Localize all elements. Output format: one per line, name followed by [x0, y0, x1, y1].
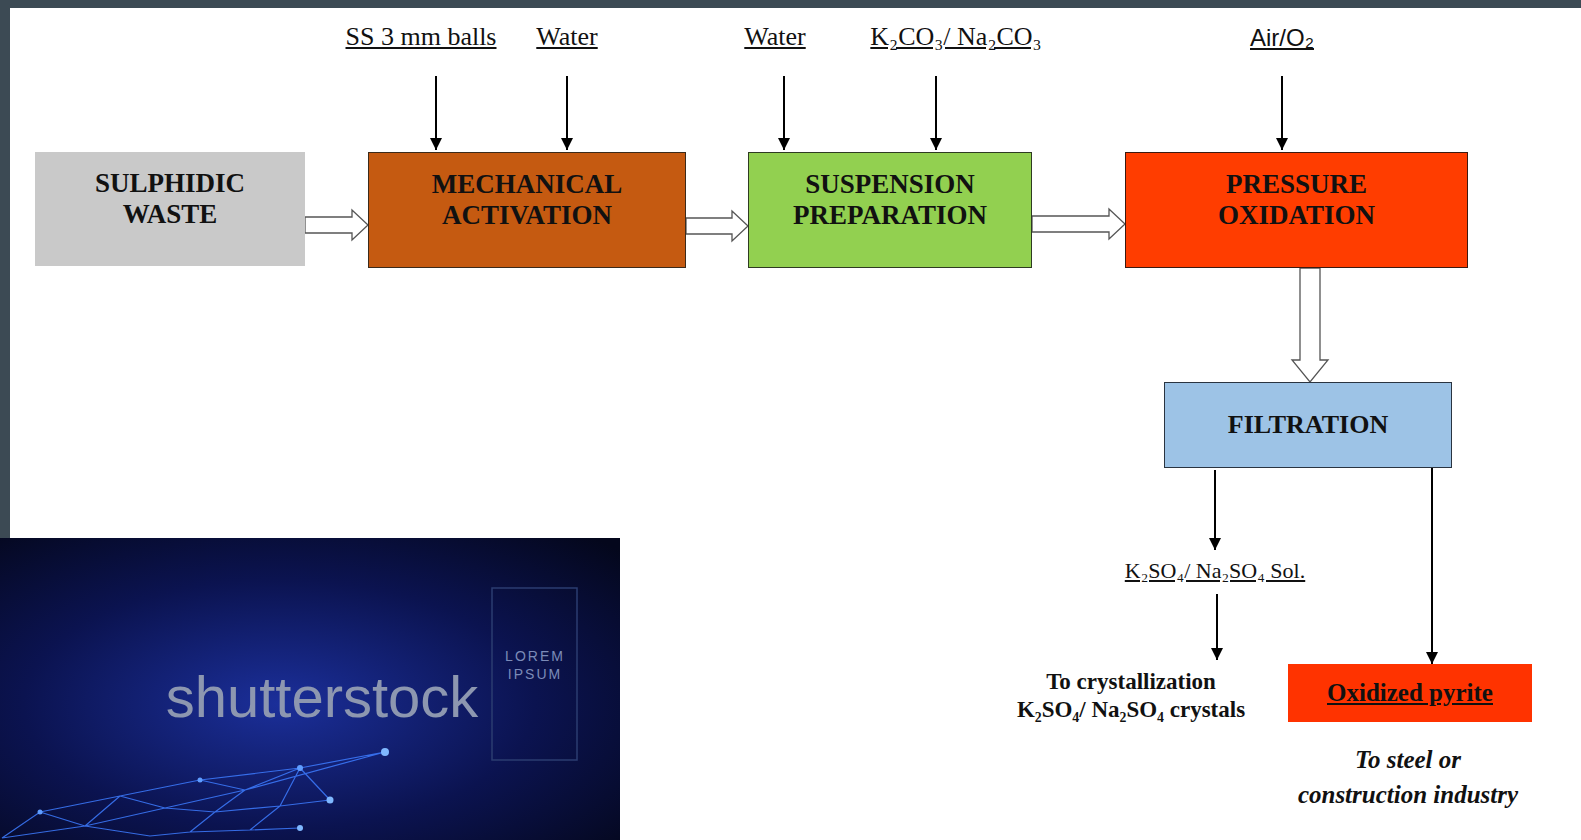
input-label: Water — [536, 22, 597, 52]
box-text: MECHANICAL ACTIVATION — [397, 169, 657, 231]
input-arrow — [1281, 76, 1283, 150]
input-label: K₂CO₃/ Na₂CO₃ — [870, 22, 1041, 52]
input-box: SULPHIDIC WASTE — [35, 152, 305, 266]
input-arrow — [783, 76, 785, 150]
output-note: To crystallization K₂SO₄/ Na₂SO₄ crystal… — [1011, 668, 1251, 723]
output-arrow — [1214, 470, 1216, 550]
slide-panel — [10, 8, 1581, 840]
output-label: K₂SO₄/ Na₂SO₄ Sol. — [1125, 558, 1305, 583]
box-text: SULPHIDIC WASTE — [70, 168, 270, 230]
block-arrow — [305, 210, 368, 240]
input-arrow — [566, 76, 568, 150]
block-arrow — [1292, 268, 1328, 382]
image-frame — [492, 588, 577, 760]
glow-dot — [297, 765, 303, 771]
watermark-text: LOREM IPSUM — [498, 648, 572, 683]
input-arrow — [435, 76, 437, 150]
box-text: FILTRATION — [1228, 410, 1388, 440]
watermark-text: shutterstock — [166, 664, 479, 731]
process-box: FILTRATION — [1164, 382, 1452, 468]
block-arrow — [1032, 209, 1125, 239]
glow-dot — [327, 797, 334, 804]
input-label: Water — [744, 22, 805, 52]
box-text: SUSPENSION PREPARATION — [765, 169, 1015, 231]
output-note: To steel or construction industry — [1292, 742, 1524, 812]
flow-arrow — [1431, 468, 1433, 664]
hand-mesh — [2, 752, 385, 838]
box-text: Oxidized pyrite — [1327, 679, 1493, 708]
box-text: PRESSURE OXIDATION — [1187, 169, 1407, 231]
input-arrow — [935, 76, 937, 150]
input-label: SS 3 mm balls — [346, 22, 497, 52]
process-box: PRESSURE OXIDATION — [1125, 152, 1468, 268]
process-box: MECHANICAL ACTIVATION — [368, 152, 686, 268]
process-box: SUSPENSION PREPARATION — [748, 152, 1032, 268]
glow-dot — [381, 748, 389, 756]
glow-dot — [297, 825, 303, 831]
stock-image — [0, 538, 620, 840]
product-box: Oxidized pyrite — [1288, 664, 1532, 722]
block-arrow — [686, 211, 748, 241]
glow-dot — [38, 810, 43, 815]
input-label: Air/O₂ — [1250, 24, 1314, 52]
output-arrow — [1216, 594, 1218, 660]
glow-dot — [198, 778, 203, 783]
